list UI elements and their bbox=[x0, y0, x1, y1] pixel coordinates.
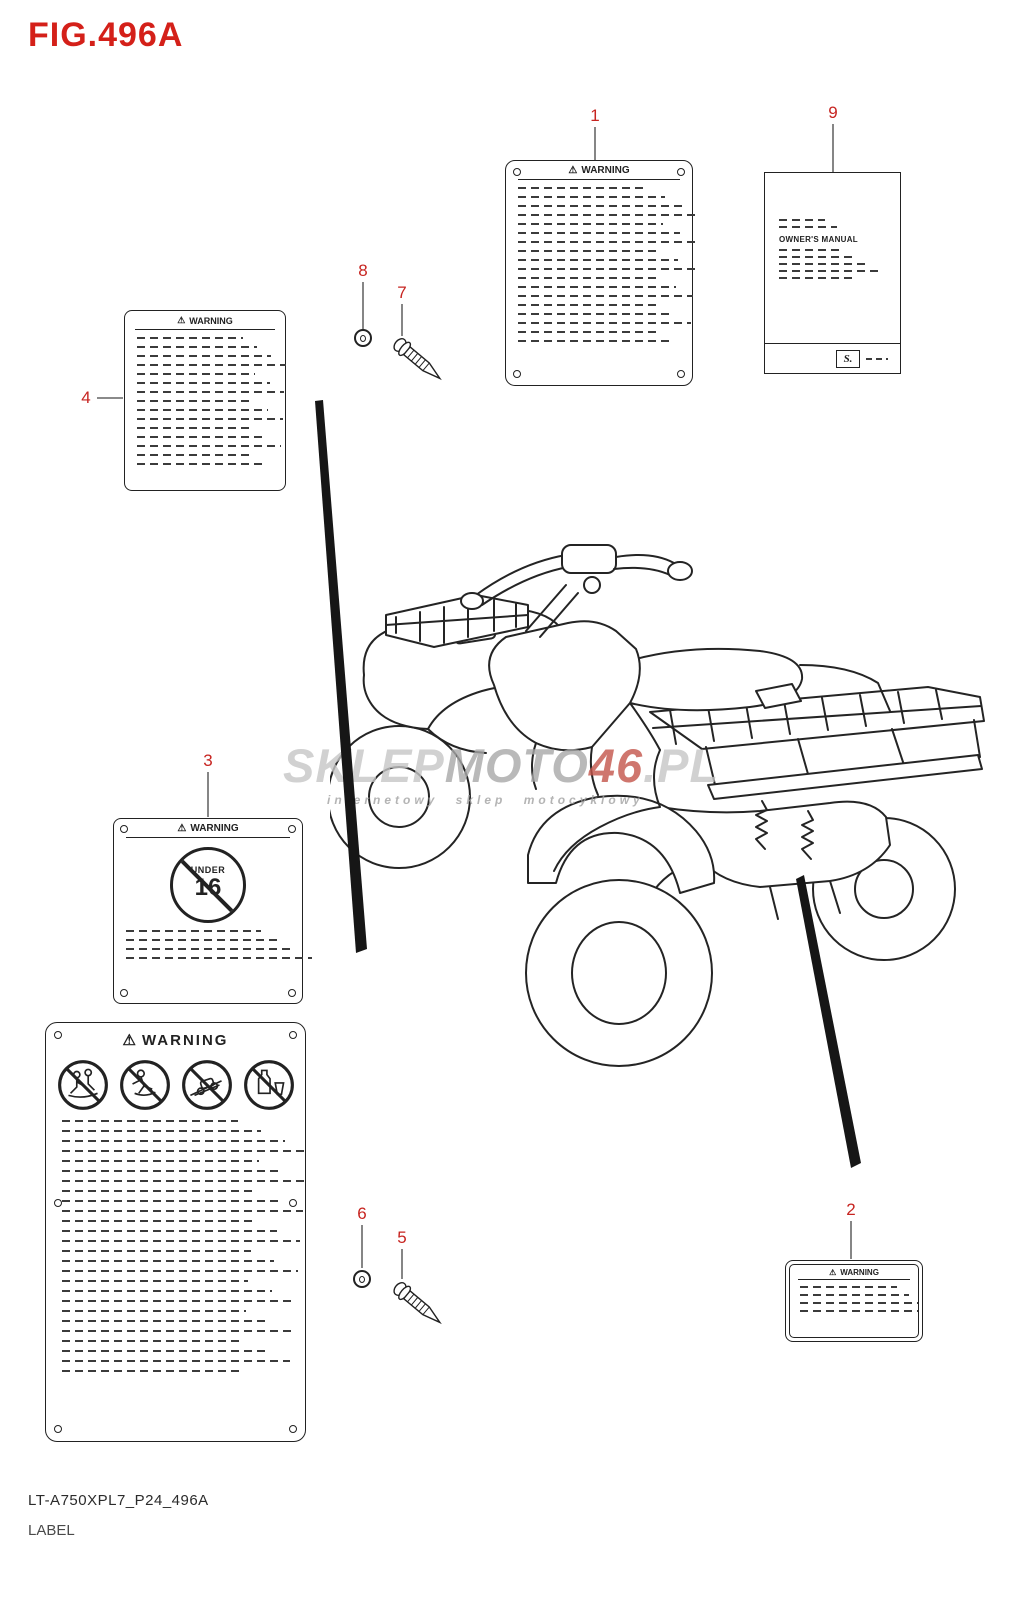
prohibition-pictogram-1 bbox=[57, 1060, 108, 1110]
label-text-lines bbox=[765, 249, 900, 279]
callout-7: 7 bbox=[397, 283, 407, 302]
warning-triangle-icon: ⚠ bbox=[122, 1032, 138, 1049]
mount-hole bbox=[120, 825, 128, 833]
callout-1: 1 bbox=[590, 106, 600, 125]
washer-part-6 bbox=[353, 1270, 371, 1288]
watermark-pl: .PL bbox=[643, 739, 720, 792]
warning-label-1: ⚠ WARNING bbox=[505, 160, 699, 386]
warning-title: WARNING bbox=[189, 315, 233, 326]
mount-hole bbox=[289, 1425, 297, 1433]
mount-hole bbox=[288, 989, 296, 997]
warning-header: ⚠ WARNING bbox=[135, 311, 275, 330]
warning-title: WARNING bbox=[141, 1031, 229, 1049]
label-text-lines bbox=[125, 337, 286, 465]
label2-inner-frame: ⚠ WARNING bbox=[789, 1264, 919, 1338]
mount-hole bbox=[54, 1198, 62, 1207]
label-text-lines bbox=[506, 187, 699, 342]
sheet-name: LABEL bbox=[28, 1522, 75, 1539]
washer-hole bbox=[359, 1275, 365, 1283]
suzuki-logo-glyph: S. bbox=[843, 352, 853, 365]
watermark: SKLEPMOTO46.PL internetowy sklep motocyk… bbox=[283, 742, 719, 807]
mount-hole bbox=[677, 168, 685, 176]
watermark-sklep: SKLEP bbox=[283, 739, 445, 792]
callout-3: 3 bbox=[203, 751, 213, 770]
mount-hole bbox=[677, 370, 685, 378]
watermark-subtitle: internetowy sklep motocyklowy bbox=[327, 793, 644, 807]
warning-label-big: ⚠ WARNING bbox=[45, 1022, 309, 1442]
warning-title: WARNING bbox=[840, 1268, 879, 1277]
prohibition-pictogram-4 bbox=[243, 1060, 294, 1110]
callout-2: 2 bbox=[846, 1200, 856, 1219]
screw-part-5 bbox=[393, 1282, 442, 1325]
label-text-lines bbox=[765, 219, 900, 228]
mount-hole bbox=[54, 1425, 62, 1433]
mount-hole bbox=[120, 989, 128, 997]
watermark-46: 46 bbox=[588, 739, 644, 792]
label-text-lines bbox=[790, 1286, 918, 1312]
mount-hole bbox=[54, 1031, 62, 1039]
warning-label-2: ⚠ WARNING bbox=[785, 1260, 923, 1342]
suzuki-logo: S. bbox=[836, 349, 860, 368]
callout-5: 5 bbox=[397, 1228, 407, 1247]
mount-hole bbox=[289, 1031, 297, 1039]
part-code: LT-A750XPL7_P24_496A bbox=[28, 1492, 209, 1509]
rear-left-wheel bbox=[525, 879, 713, 1067]
owners-manual-label: OWNER'S MANUAL S. bbox=[764, 172, 901, 374]
warning-triangle-icon: ⚠ bbox=[829, 1268, 837, 1277]
prohibition-under16: UNDER 16 bbox=[170, 847, 246, 923]
washer-hole bbox=[360, 334, 366, 342]
warning-title: WARNING bbox=[190, 823, 239, 834]
label-text-lines bbox=[46, 1120, 309, 1372]
watermark-moto: MOTO bbox=[444, 739, 589, 792]
mount-hole bbox=[513, 168, 521, 176]
warning-triangle-icon: ⚠ bbox=[177, 315, 186, 325]
callout-6: 6 bbox=[357, 1204, 367, 1223]
mount-hole bbox=[289, 1198, 297, 1207]
callout-4: 4 bbox=[81, 388, 91, 407]
warning-header: ⚠ WARNING bbox=[518, 161, 680, 180]
warning-triangle-icon: ⚠ bbox=[177, 823, 187, 834]
warning-label-3: ⚠ WARNING UNDER 16 bbox=[113, 818, 313, 1004]
warning-header: ⚠ WARNING bbox=[798, 1265, 910, 1280]
atv-illustration bbox=[330, 544, 985, 1067]
label-text-lines bbox=[114, 930, 313, 959]
prohibition-pictogram-3 bbox=[181, 1060, 232, 1110]
owners-manual-title: OWNER'S MANUAL bbox=[779, 235, 858, 244]
callout-9: 9 bbox=[828, 103, 838, 122]
manual-footer-strip: S. bbox=[765, 343, 900, 373]
warning-triangle-icon: ⚠ bbox=[568, 165, 578, 176]
figure-title: FIG.496A bbox=[28, 16, 184, 54]
washer-part-8 bbox=[354, 329, 372, 347]
prohibition-pictogram-2 bbox=[119, 1060, 170, 1110]
prohibition-pictograms bbox=[46, 1058, 305, 1112]
callout-8: 8 bbox=[358, 261, 368, 280]
warning-title: WARNING bbox=[581, 165, 630, 176]
label-text-lines bbox=[866, 357, 888, 360]
warning-label-4: ⚠ WARNING bbox=[124, 310, 286, 491]
warning-header: ⚠ WARNING bbox=[58, 1023, 293, 1052]
screw-part-7 bbox=[393, 338, 442, 381]
mount-hole bbox=[513, 370, 521, 378]
watermark-text: SKLEPMOTO46.PL bbox=[283, 742, 719, 789]
mount-hole bbox=[288, 825, 296, 833]
warning-header: ⚠ WARNING bbox=[126, 819, 290, 838]
